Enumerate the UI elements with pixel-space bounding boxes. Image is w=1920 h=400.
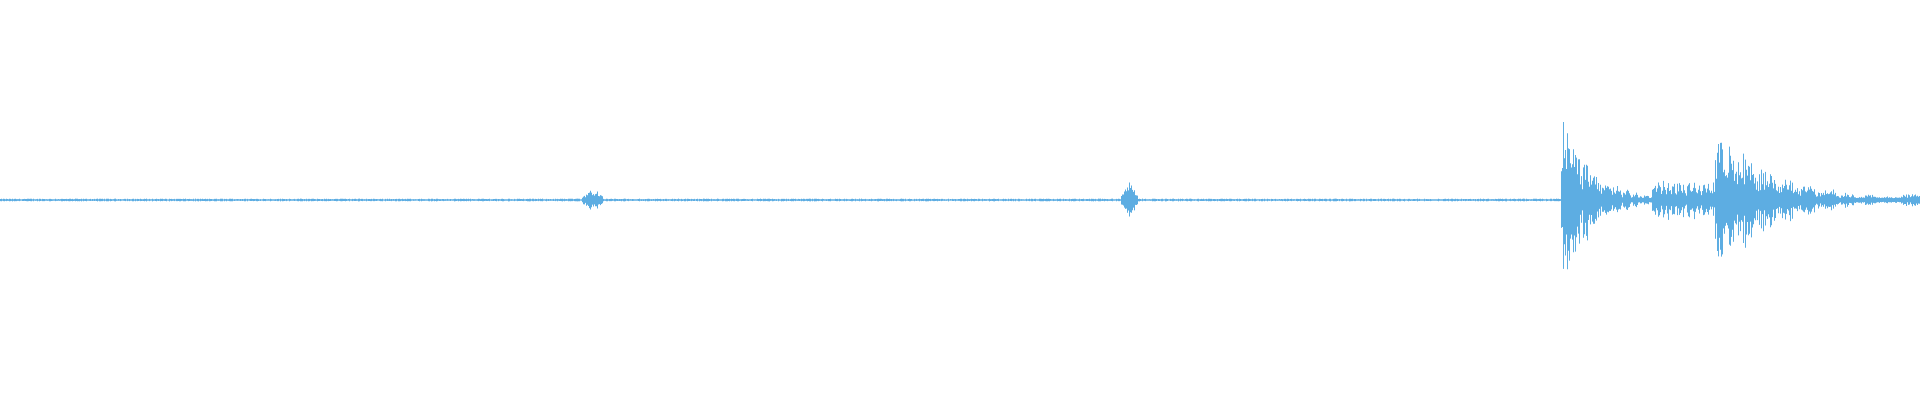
waveform-bars (0, 122, 1920, 270)
